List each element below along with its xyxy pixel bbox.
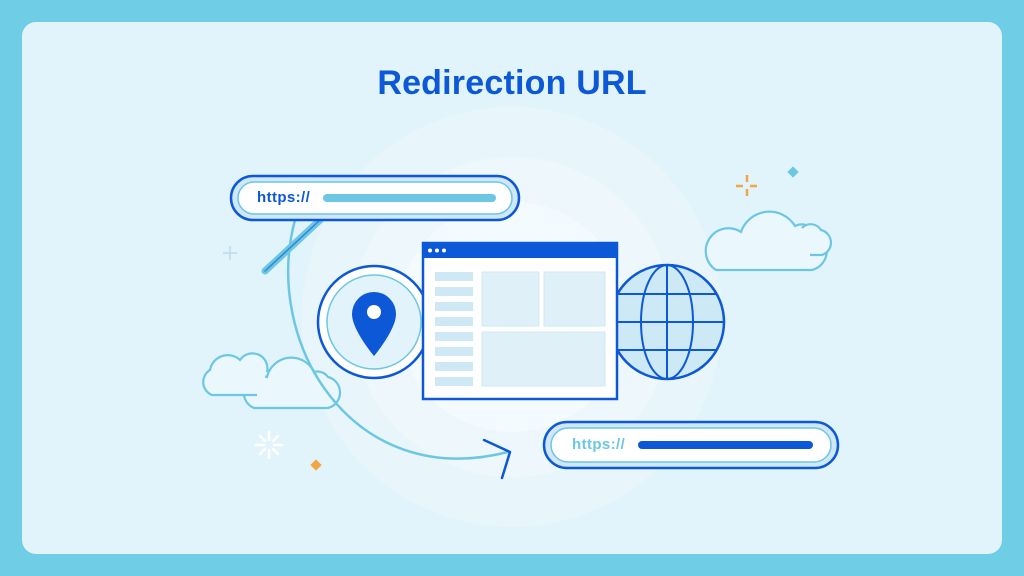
map-pin-icon (352, 292, 396, 356)
globe-icon (608, 263, 726, 381)
diamond-blue-icon (787, 166, 799, 178)
sparkle-small-icon (223, 246, 237, 260)
diamond-orange-icon (310, 459, 322, 471)
sparkle-orange-icon (736, 175, 758, 196)
cloud-left-icon (202, 352, 342, 410)
cloud-right-icon (704, 210, 833, 272)
illustration-card: Redirection URL (22, 22, 1002, 554)
redirect-arrow-line (286, 219, 509, 460)
page-title: Redirection URL (377, 64, 647, 102)
burst-icon (254, 430, 284, 460)
redirect-arrow-head-icon (482, 438, 512, 480)
target-url-protocol: https:// (572, 436, 626, 453)
source-url-protocol: https:// (257, 189, 311, 206)
redirection-illustration (202, 107, 840, 527)
browser-window-icon (421, 241, 619, 401)
